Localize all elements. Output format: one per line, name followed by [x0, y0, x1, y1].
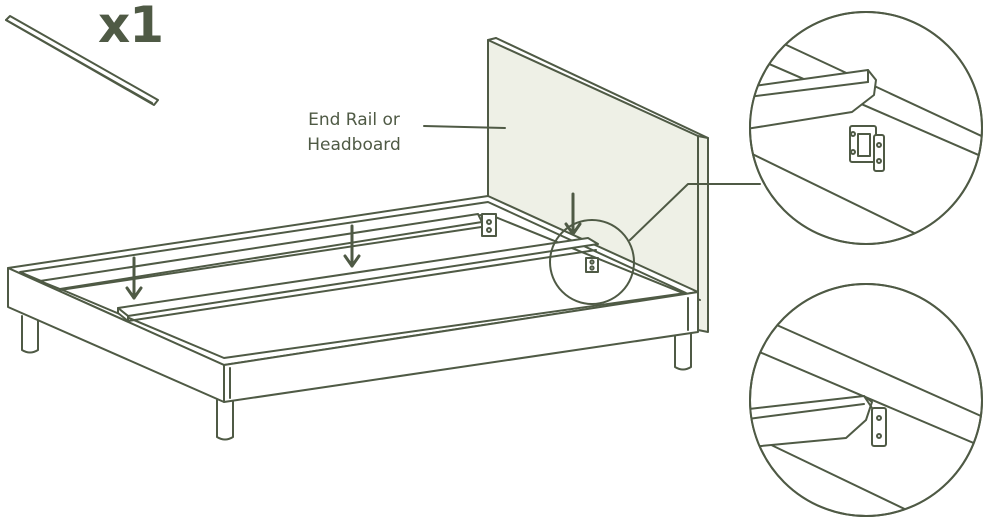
center-slat	[117, 237, 599, 322]
zoom-detail-bottom	[749, 283, 983, 517]
center-bracket	[481, 213, 497, 237]
headboard-callout-label: End Rail or Headboard	[290, 108, 418, 158]
slat-part-icon	[5, 15, 159, 106]
callout-line-1: End Rail or	[308, 110, 400, 130]
arrow-down-icon	[343, 224, 361, 268]
zoom-detail-top	[749, 11, 983, 245]
headboard-bracket	[585, 257, 599, 273]
arrow-down-icon	[125, 256, 143, 300]
callout-leader-line	[629, 183, 761, 241]
quantity-label: x1	[98, 0, 164, 54]
label-leader-line	[423, 125, 506, 129]
callout-line-2: Headboard	[307, 135, 401, 155]
down-arrows	[125, 192, 582, 300]
detail-highlight-circle	[549, 219, 635, 305]
